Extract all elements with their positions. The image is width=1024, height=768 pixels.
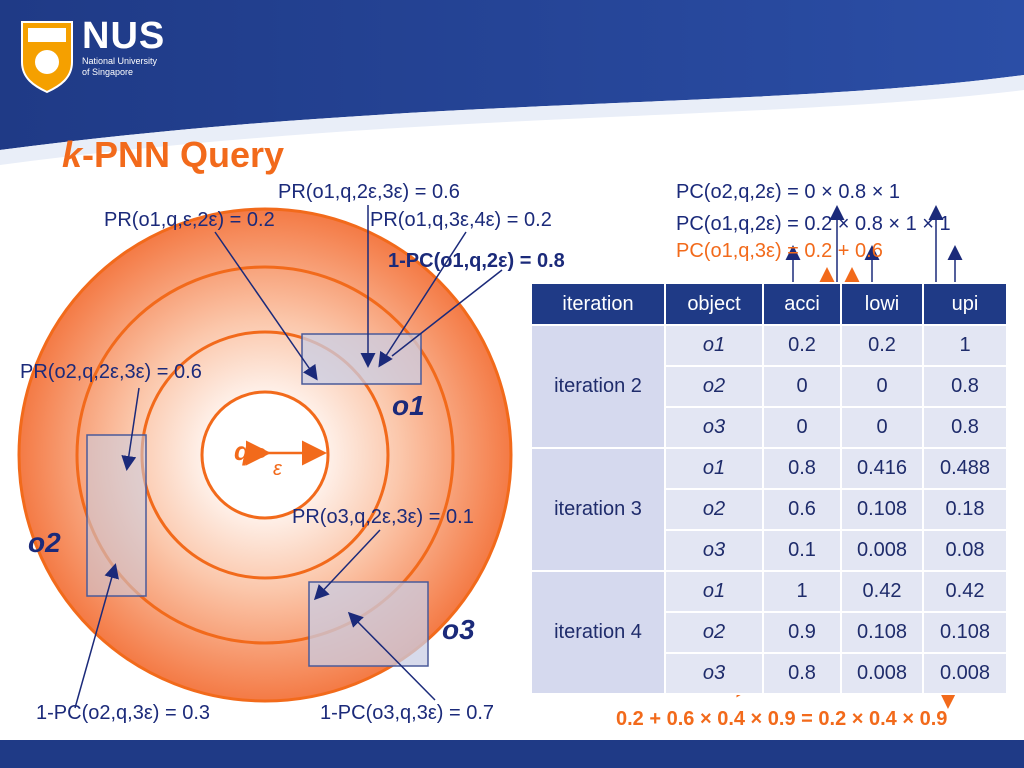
annot-bottom-mid: 1-PC(o3,q,3ε) = 0.7 (320, 702, 495, 724)
annot-pc-o2-top: PC(o2,q,2ε) = 0 × 0.8 × 1 (676, 181, 901, 203)
object-cell: o1 (664, 324, 764, 367)
table-row: o2 0.9 0.108 0.108 (531, 611, 1008, 654)
object-cell: o1 (664, 570, 764, 613)
acc-cell: 0 (762, 406, 842, 449)
acc-cell: 0 (762, 365, 842, 408)
o1-region (301, 333, 422, 385)
nus-logo: NUS National University of Singapore (82, 16, 165, 78)
annot-pr-o1-e-2e: PR(o1,q,ε,2ε) = 0.2 (104, 209, 275, 231)
table-header-row: iteration object acci lowi upi (530, 282, 1008, 326)
table-row: o3 0.8 0.008 0.008 (531, 652, 1008, 695)
slide-title: k-PNN Query (62, 134, 284, 176)
header-swoosh (0, 75, 1024, 165)
acc-cell: 0.1 (762, 529, 842, 572)
th-object: object (664, 282, 764, 326)
up-cell: 0.18 (922, 488, 1008, 531)
acc-cell: 0.8 (762, 447, 842, 490)
label-q: q (234, 436, 250, 466)
iteration-cell: iteration 3 (530, 447, 666, 572)
th-iteration: iteration (530, 282, 666, 326)
low-cell: 0.008 (840, 529, 924, 572)
table-row: iteration 2 o1 0.2 0.2 1 (530, 324, 1008, 449)
annot-pr-o2-2e-3e: PR(o2,q,2ε,3ε) = 0.6 (20, 361, 202, 383)
annot-bottom-left: 1-PC(o2,q,3ε) = 0.3 (36, 702, 211, 724)
object-cell: o2 (664, 611, 764, 654)
low-cell: 0.108 (840, 488, 924, 531)
logo-sub1: National University (82, 56, 158, 66)
q-point (256, 448, 266, 458)
label-o3: o3 (442, 614, 475, 645)
up-cell: 0.108 (922, 611, 1008, 654)
annot-bottom-right: 0.2 + 0.6 × 0.4 × 0.9 = 0.2 × 0.4 × 0.9 (616, 708, 948, 730)
acc-cell: 0.2 (762, 324, 842, 367)
acc-cell: 1 (762, 570, 842, 613)
acc-cell: 0.6 (762, 488, 842, 531)
table-row: o3 0 0 0.8 (531, 406, 1008, 449)
up-cell: 0.42 (922, 570, 1008, 613)
low-cell: 0.416 (840, 447, 924, 490)
iteration-cell: iteration 4 (530, 570, 666, 695)
up-cell: 1 (922, 324, 1008, 367)
up-cell: 0.488 (922, 447, 1008, 490)
acc-cell: 0.8 (762, 652, 842, 695)
header-band (0, 0, 1024, 150)
low-cell: 0.108 (840, 611, 924, 654)
th-up: upi (922, 282, 1008, 326)
ring-3 (75, 265, 455, 645)
object-cell: o1 (664, 447, 764, 490)
label-o1: o1 (392, 390, 425, 421)
acc-cell: 0.9 (762, 611, 842, 654)
o2-region (86, 434, 147, 597)
annot-pr-o3-2e-3e: PR(o3,q,2ε,3ε) = 0.1 (292, 506, 474, 528)
th-acc: acci (762, 282, 842, 326)
object-cell: o2 (664, 488, 764, 531)
object-cell: o2 (664, 365, 764, 408)
low-cell: 0.42 (840, 570, 924, 613)
low-cell: 0.2 (840, 324, 924, 367)
low-cell: 0.008 (840, 652, 924, 695)
logo-name: NUS (82, 15, 166, 57)
label-o2: o2 (28, 527, 61, 558)
object-cell: o3 (664, 406, 764, 449)
table-row: o3 0.1 0.008 0.08 (531, 529, 1008, 572)
up-cell: 0.8 (922, 365, 1008, 408)
iteration-cell: iteration 2 (530, 324, 666, 449)
table-row: iteration 3 o1 0.8 0.416 0.488 (530, 447, 1008, 572)
probability-table: iteration object acci lowi upi iteration… (530, 282, 1008, 695)
label-epsilon: ε (273, 458, 282, 480)
annot-pc-o1-3e: PC(o1,q,3ε) = 0.2 + 0.6 (676, 240, 883, 262)
logo-sub2: of Singapore (82, 67, 134, 77)
annot-pc-o1-top: PC(o1,q,2ε) = 0.2 × 0.8 × 1 × 1 (676, 213, 951, 235)
footer-band (0, 740, 1024, 768)
title-rest: -PNN Query (82, 134, 285, 175)
title-k: k (62, 134, 83, 175)
up-cell: 0.08 (922, 529, 1008, 572)
annot-pc-o1-2e: 1-PC(o1,q,2ε) = 0.8 (388, 250, 565, 272)
annot-pr-o1-3e-4e: PR(o1,q,3ε,4ε) = 0.2 (370, 209, 552, 231)
low-cell: 0 (840, 406, 924, 449)
up-cell: 0.8 (922, 406, 1008, 449)
table-row: o2 0 0 0.8 (531, 365, 1008, 408)
low-cell: 0 (840, 365, 924, 408)
object-cell: o3 (664, 529, 764, 572)
th-low: lowi (840, 282, 924, 326)
table-row: o2 0.6 0.108 0.18 (531, 488, 1008, 531)
annot-pr-o1-2e-3e: PR(o1,q,2ε,3ε) = 0.6 (278, 181, 460, 203)
o3-region (308, 581, 429, 667)
object-cell: o3 (664, 652, 764, 695)
table-row: iteration 4 o1 1 0.42 0.42 (530, 570, 1008, 695)
up-cell: 0.008 (922, 652, 1008, 695)
nus-crest-icon (21, 21, 73, 94)
